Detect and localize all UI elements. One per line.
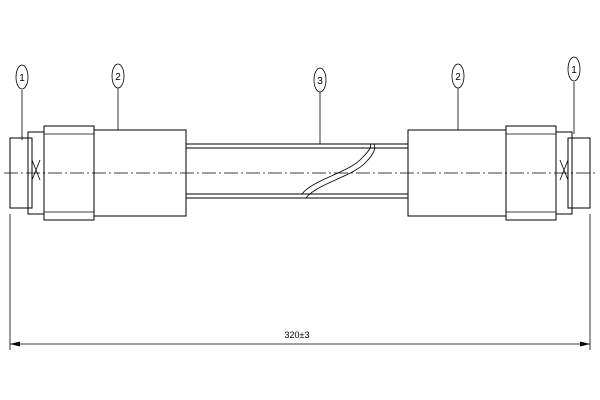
callout-label: 2 (115, 72, 121, 83)
callout-label: 1 (571, 65, 577, 76)
dimension-label: 320±3 (285, 330, 310, 340)
leader-lines (21, 82, 575, 144)
callout-1-left: 1 (15, 64, 29, 90)
callout-2-right: 2 (451, 63, 465, 89)
callout-1-right: 1 (567, 56, 581, 82)
callout-3: 3 (313, 67, 327, 93)
overall-length-dimension: 320±3 (9, 214, 591, 350)
callout-label: 2 (455, 72, 461, 83)
hose-body (186, 143, 408, 199)
callout-label: 1 (19, 73, 25, 84)
callout-label: 3 (317, 76, 323, 87)
callout-2-left: 2 (111, 63, 125, 89)
